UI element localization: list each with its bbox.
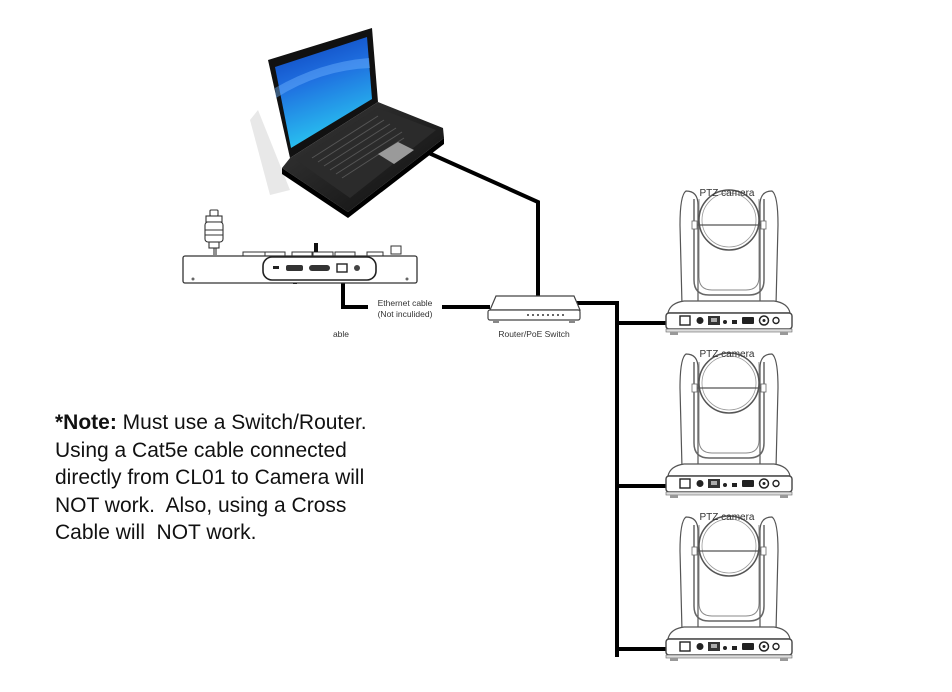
joystick-icon [204, 209, 224, 255]
ptz-camera-2 [665, 352, 793, 499]
cable-label-line1: Ethernet cable [378, 298, 433, 308]
note-line-1-text: Must use a Switch/Router. [116, 411, 367, 434]
router-label: Router/PoE Switch [498, 329, 570, 339]
ptz-camera-3 [665, 515, 793, 662]
stray-label: able [333, 329, 349, 339]
laptop-keyboard [311, 115, 405, 179]
note-line-2: Using a Cat5e cable connected [55, 438, 347, 462]
laptop [250, 28, 444, 218]
connection-note: *Note: Must use a Switch/Router. Using a… [55, 409, 415, 547]
laptop-touchpad [378, 142, 414, 164]
cables [293, 151, 685, 657]
note-line-3: directly from CL01 to Camera will [55, 466, 365, 489]
note-line-1: *Note: Must use a Switch/Router. [55, 409, 415, 437]
laptop-screen [275, 37, 372, 148]
camera-3-label: PTZ camera [699, 512, 754, 523]
note-line-4: NOT work. Also, using a Cross [55, 493, 347, 517]
router-poe-switch [487, 295, 581, 323]
ptz-camera-1 [665, 189, 793, 336]
note-line-5: Cable will NOT work. [55, 521, 257, 544]
note-prefix: *Note: [55, 411, 117, 434]
router-to-trunk-cable [576, 301, 619, 657]
laptop-to-router-cable [428, 151, 540, 299]
cl01-controller [182, 209, 418, 284]
cable-label-line2: (Not inculided) [378, 309, 433, 319]
camera-2-label: PTZ camera [699, 349, 754, 360]
camera-1-label: PTZ camera [699, 188, 754, 199]
